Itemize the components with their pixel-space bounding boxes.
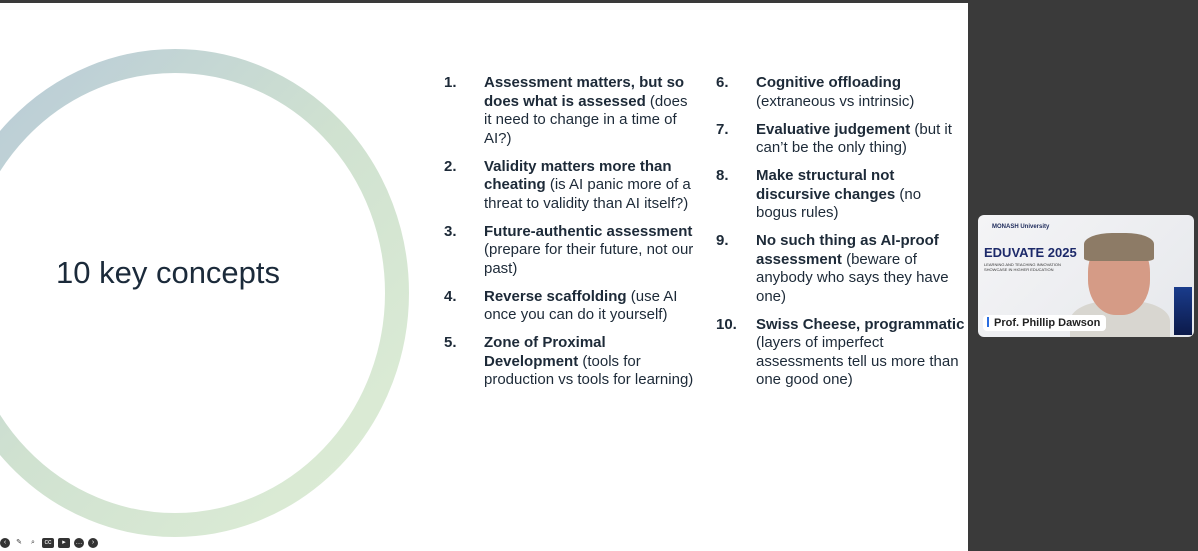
speaker-hair [1084, 233, 1154, 261]
concept-heading: Make structural not discursive changes [756, 167, 896, 203]
concept-detail: (is AI panic more of a threat to validit… [484, 176, 691, 212]
concept-number: 7. [716, 120, 729, 138]
video-icon[interactable]: ▸ [58, 538, 70, 548]
concept-item: 3. Future-authentic assessment (prepare f… [444, 223, 694, 279]
concept-detail: (prepare for their future, not our past) [484, 241, 694, 277]
pen-icon[interactable]: ✎ [16, 539, 22, 546]
concept-number: 3. [444, 222, 457, 240]
monash-logo: MONASH University [992, 224, 1050, 230]
concept-detail: (no bogus rules) [756, 185, 922, 222]
concept-number: 10. [716, 315, 737, 333]
decorative-ring [0, 49, 409, 537]
concept-item: 5. Zone of Proximal Development (tools fo… [444, 334, 694, 390]
concept-detail: (layers of imperfect assessments tell us… [756, 334, 959, 388]
concept-item: 4. Reverse scaffolding (use AI once you c… [444, 288, 694, 325]
concept-item: 2. Validity matters more than cheating (i… [444, 158, 694, 214]
concepts-column-2: 6. Cognitive offloading (extraneous vs in… [716, 74, 966, 399]
concept-item: 7. Evaluative judgement (but it can’t be … [716, 121, 966, 158]
slideshow-toolbar: ‹ ✎ ⌕ cc ▸ … › [0, 538, 98, 548]
previous-icon[interactable]: ‹ [0, 538, 10, 548]
background-graphic [1174, 287, 1192, 335]
speaker-name-tag: Prof. Phillip Dawson [983, 315, 1107, 331]
concept-detail: (beware of anybody who says they have on… [756, 250, 949, 305]
concept-item: 9. No such thing as AI-proof assessment (… [716, 232, 966, 306]
concept-heading: Swiss Cheese, programmatic [756, 315, 965, 333]
event-subtitle: LEARNING AND TEACHING INNOVATION SHOWCAS… [984, 262, 1061, 272]
concept-number: 5. [444, 334, 457, 351]
concept-item: 8. Make structural not discursive changes… [716, 167, 966, 223]
slide-title: 10 key concepts [56, 255, 281, 290]
concept-number: 8. [716, 167, 729, 184]
concept-heading: Cognitive offloading [756, 74, 901, 91]
concept-item: 1. Assessment matters, but so does what i… [444, 74, 694, 148]
concept-number: 4. [444, 287, 457, 305]
presentation-slide: 10 key concepts 1. Assessment matters, bu… [0, 3, 968, 551]
concept-heading: Validity matters more than cheating [484, 157, 672, 194]
concepts-column-1: 1. Assessment matters, but so does what i… [444, 74, 694, 399]
concept-detail: (but it can’t be the only thing) [756, 120, 952, 157]
concept-number: 9. [716, 232, 729, 249]
concept-detail: (tools for production vs tools for learn… [484, 352, 694, 389]
captions-icon[interactable]: cc [42, 538, 54, 548]
concept-detail: (extraneous vs intrinsic) [756, 92, 915, 110]
concept-heading: Future-authentic assessment [484, 222, 693, 240]
concept-item: 10. Swiss Cheese, programmatic (layers of… [716, 316, 966, 390]
concept-number: 6. [716, 74, 729, 91]
concept-number: 2. [444, 157, 457, 175]
concept-detail: (does it need to change in a time of AI?… [484, 92, 688, 147]
speaker-name: Prof. Phillip Dawson [994, 317, 1101, 329]
more-icon[interactable]: … [74, 538, 84, 548]
concept-heading: Reverse scaffolding [484, 287, 627, 305]
speaker-video[interactable]: MONASH University LEARNING AND TEACHING … [978, 215, 1194, 337]
concept-detail: (use AI once you can do it yourself) [484, 287, 678, 324]
concept-heading: Evaluative judgement [756, 120, 911, 138]
concept-number: 1. [444, 74, 457, 91]
zoom-icon[interactable]: ⌕ [31, 539, 35, 546]
event-title: EDUVATE 2025 [984, 245, 1077, 260]
concept-heading: Zone of Proximal Development [484, 334, 606, 370]
concept-item: 6. Cognitive offloading (extraneous vs in… [716, 74, 966, 111]
next-icon[interactable]: › [88, 538, 98, 548]
concept-heading: No such thing as AI-proof assessment [756, 232, 939, 268]
concept-heading: Assessment matters, but so does what is … [484, 74, 685, 110]
